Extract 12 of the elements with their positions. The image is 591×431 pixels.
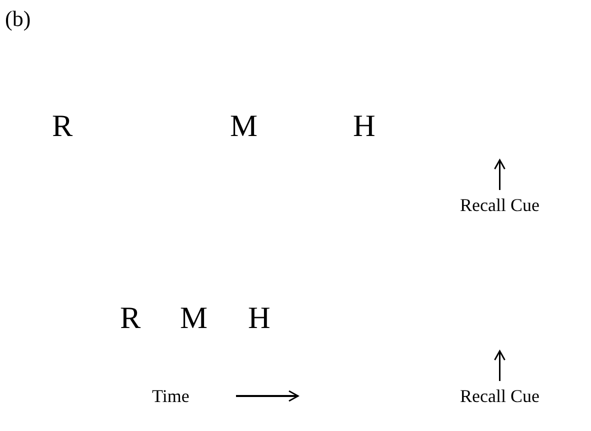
letter-label: R	[52, 110, 73, 141]
arrow	[494, 350, 506, 381]
arrow	[494, 159, 506, 190]
letter-label: R	[120, 302, 141, 333]
cue-label: Recall Cue	[460, 196, 540, 214]
letter-label: M	[180, 302, 208, 333]
panel-label: (b)	[5, 8, 31, 30]
letter-label: M	[230, 110, 258, 141]
letter-label: H	[353, 110, 376, 141]
axis-label: Time	[152, 387, 190, 405]
letter-label: H	[248, 302, 270, 333]
cue-label: Recall Cue	[460, 387, 540, 405]
